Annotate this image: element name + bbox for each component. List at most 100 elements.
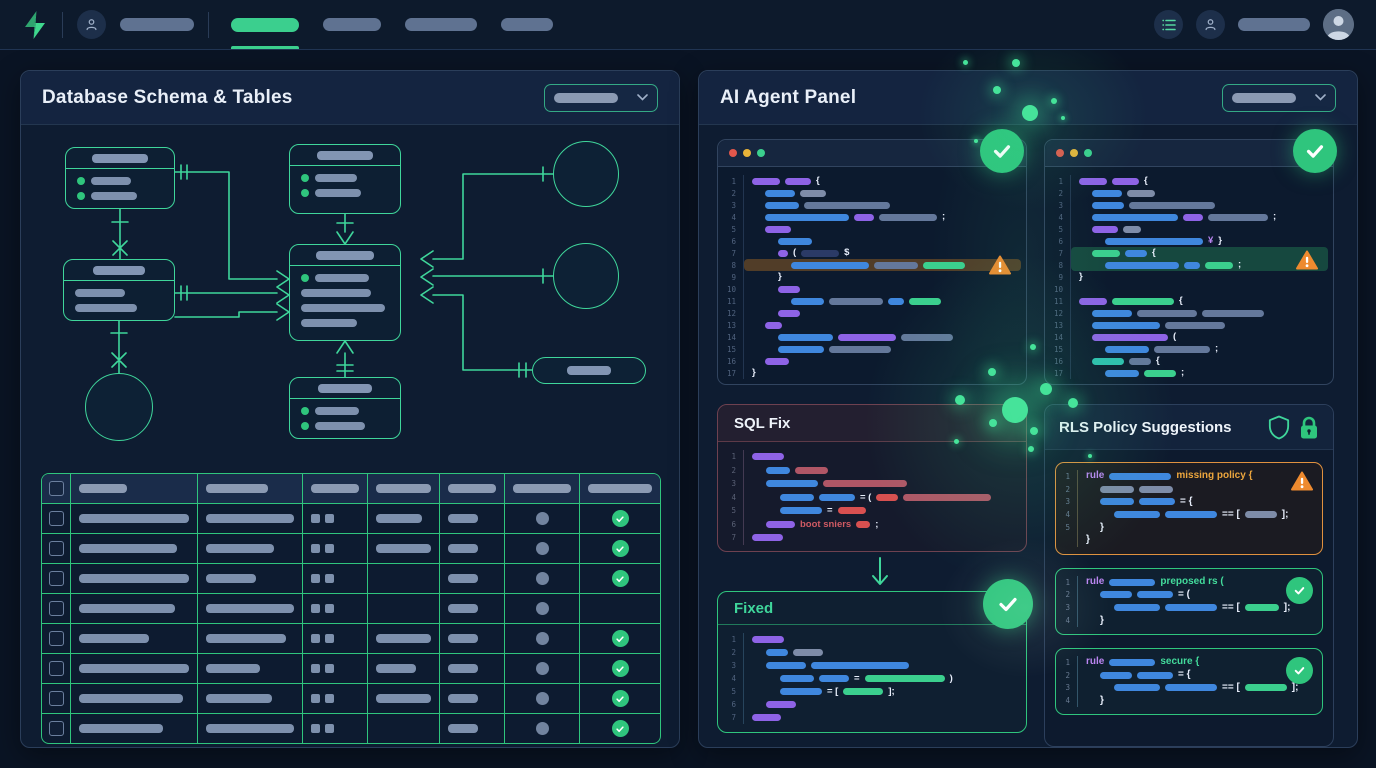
flag-square bbox=[325, 514, 334, 523]
table-row bbox=[42, 563, 660, 593]
schema-selector-dropdown[interactable] bbox=[544, 83, 658, 112]
status-check-icon bbox=[611, 690, 629, 707]
table-cell bbox=[197, 684, 302, 713]
code-line: 15 bbox=[718, 343, 1026, 355]
code-token-pill bbox=[1144, 369, 1176, 377]
code-token-text: missing policy { bbox=[1176, 470, 1253, 482]
entity-field-row bbox=[301, 319, 389, 327]
entity-box-5 bbox=[289, 377, 401, 439]
rls-icons bbox=[1268, 415, 1319, 440]
line-number: 7 bbox=[718, 531, 744, 545]
arrow-down-icon bbox=[870, 556, 890, 588]
code-segments: ; bbox=[1071, 259, 1328, 271]
row-checkbox[interactable] bbox=[48, 631, 64, 646]
code-token-pill bbox=[1114, 511, 1160, 519]
code-line: 14( bbox=[1045, 331, 1333, 343]
status-dot bbox=[535, 572, 549, 585]
code-segments: { bbox=[744, 175, 1026, 187]
code-token-text: } bbox=[1100, 614, 1104, 626]
flag-square bbox=[325, 664, 334, 673]
code-token-pill bbox=[1244, 684, 1287, 692]
cell-placeholder bbox=[206, 634, 286, 643]
table-cell bbox=[579, 624, 660, 653]
entity-fields bbox=[290, 399, 400, 438]
code-line: 14 bbox=[718, 331, 1026, 343]
agent-selector-dropdown[interactable] bbox=[1222, 83, 1336, 112]
code-segments: = []; bbox=[744, 685, 1026, 698]
code-segments bbox=[744, 531, 1026, 545]
nav-tab-3[interactable] bbox=[405, 0, 477, 49]
nav-tab-2[interactable] bbox=[323, 0, 381, 49]
field-placeholder bbox=[75, 289, 125, 297]
flag-square bbox=[311, 604, 320, 613]
cell-placeholder bbox=[448, 664, 478, 673]
code-token-pill bbox=[837, 507, 866, 515]
code-token-text: ]; bbox=[1283, 601, 1291, 613]
check-badge bbox=[1286, 576, 1313, 604]
row-checkbox[interactable] bbox=[48, 571, 64, 586]
table-cell bbox=[579, 684, 660, 713]
code-token-text: ; bbox=[1238, 259, 1242, 271]
entity-field-row bbox=[301, 289, 389, 297]
row-checkbox[interactable] bbox=[48, 511, 64, 526]
table-cell bbox=[504, 564, 579, 593]
code-line: 1{ bbox=[1045, 175, 1333, 187]
flag-square bbox=[325, 574, 334, 583]
nav-tab-1[interactable] bbox=[231, 0, 299, 49]
avatar[interactable] bbox=[1323, 9, 1354, 40]
code-segments: == []; bbox=[1078, 682, 1316, 695]
nav-user-chip[interactable] bbox=[77, 10, 106, 39]
row-checkbox[interactable] bbox=[48, 601, 64, 616]
code-line: 7 bbox=[718, 531, 1026, 545]
line-number: 5 bbox=[1045, 223, 1071, 235]
select-all-checkbox[interactable] bbox=[48, 481, 64, 496]
row-checkbox[interactable] bbox=[48, 721, 64, 736]
line-number: 4 bbox=[718, 211, 744, 223]
code-segments: } bbox=[1078, 614, 1316, 627]
code-token-text: preposed rs ( bbox=[1160, 576, 1224, 588]
code-line: 15; bbox=[1045, 343, 1333, 355]
table-cell bbox=[302, 534, 367, 563]
entity-box-2 bbox=[289, 144, 401, 214]
cell-placeholder bbox=[448, 544, 478, 553]
code-line: 2 bbox=[1045, 187, 1333, 199]
code-segments bbox=[744, 223, 1026, 235]
navbar-left bbox=[22, 0, 553, 49]
line-number: 9 bbox=[718, 271, 744, 283]
line-number: 10 bbox=[718, 283, 744, 295]
row-checkbox[interactable] bbox=[48, 691, 64, 706]
entity-title-placeholder bbox=[317, 150, 373, 160]
entity-field-row bbox=[301, 422, 389, 430]
code-token-pill bbox=[1100, 671, 1132, 679]
code-line: 11 bbox=[718, 295, 1026, 307]
row-checkbox[interactable] bbox=[48, 541, 64, 556]
code-token-pill bbox=[903, 493, 992, 501]
code-token-pill bbox=[765, 321, 782, 329]
code-token-text: $ bbox=[844, 247, 850, 259]
code-token-pill bbox=[752, 636, 784, 643]
nav-list-button[interactable] bbox=[1154, 10, 1183, 39]
warning-icon bbox=[1296, 250, 1318, 270]
line-number: 2 bbox=[1056, 668, 1078, 682]
status-dot bbox=[535, 542, 549, 555]
rls-header: RLS Policy Suggestions bbox=[1045, 405, 1333, 450]
bolt-icon[interactable] bbox=[22, 10, 48, 40]
code-token-pill bbox=[1092, 321, 1160, 329]
cell-placeholder bbox=[448, 694, 478, 703]
code-line: 10 bbox=[1045, 283, 1333, 295]
line-number: 4 bbox=[1056, 508, 1078, 522]
key-dot bbox=[301, 189, 309, 197]
nav-tab-4[interactable] bbox=[501, 0, 553, 49]
nav-account-button[interactable] bbox=[1196, 10, 1225, 39]
navbar-right bbox=[1154, 9, 1354, 40]
cell-placeholder bbox=[79, 514, 189, 523]
row-checkbox[interactable] bbox=[48, 661, 64, 676]
status-dot bbox=[535, 602, 549, 615]
field-placeholder bbox=[301, 304, 385, 312]
flag-square bbox=[325, 724, 334, 733]
cell-placeholder bbox=[206, 544, 274, 553]
editor-titlebar bbox=[1045, 140, 1333, 167]
